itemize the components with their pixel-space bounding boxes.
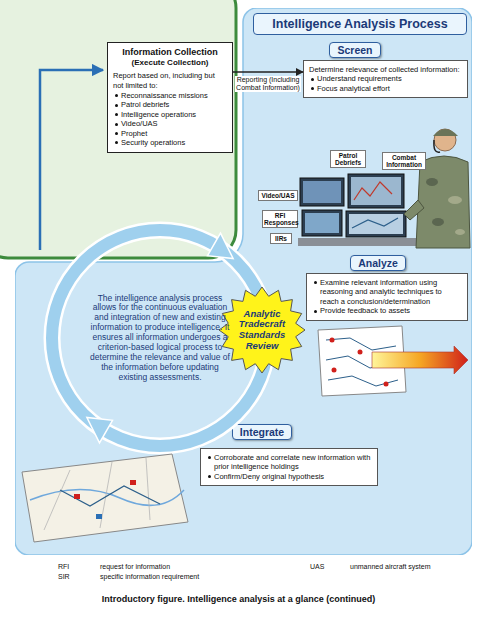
edge-label: Reporting (Including Combat Information) (235, 76, 301, 92)
figure-caption: Introductory figure. Intelligence analys… (0, 594, 477, 604)
collection-panel (0, 0, 236, 258)
document-card: Combat Information (382, 152, 426, 170)
bullet-dot (115, 141, 118, 144)
bullet-dot (115, 94, 118, 97)
bullet-dot (311, 78, 314, 81)
bullet-dot (115, 123, 118, 126)
document-card: RFI Responses (262, 210, 298, 228)
bullet-dot (208, 456, 211, 459)
bullet-item: Focus analytical effort (309, 84, 462, 93)
document-card: IIRs (270, 233, 292, 244)
bullet-dot (314, 281, 317, 284)
node-text: Information Collection (113, 47, 227, 58)
bullet-item: Reconnaissance missions (113, 91, 227, 100)
bullet-item: Patrol debriefs (113, 100, 227, 109)
analyst-workstation (298, 129, 470, 248)
bullet-dot (115, 113, 118, 116)
bullet-item: Understand requirements (309, 74, 462, 83)
step-description: Corroborate and correlate new informatio… (200, 448, 378, 486)
node-text: The intelligence analysis process allows… (90, 294, 230, 383)
abbreviation-meaning: specific information requirement (100, 573, 199, 581)
node-text: Integrate (240, 426, 284, 438)
bullet-item: Provide feedback to assets (312, 306, 462, 315)
step-description: Determine relevance of collected informa… (303, 60, 468, 98)
node-text: Determine relevance of collected informa… (309, 65, 462, 74)
bullet-item: Video/UAS (113, 119, 227, 128)
standards-starburst: Analytic Tradecraft Standards Review (218, 286, 306, 374)
abbreviation-meaning: unmanned aircraft system (350, 563, 431, 571)
bullet-dot (314, 310, 317, 313)
step-heading: Integrate (232, 424, 292, 440)
document-card: Patrol Debriefs (330, 150, 366, 168)
node-text: Screen (337, 44, 372, 56)
step-heading: Analyze (350, 255, 406, 271)
bullet-item: Security operations (113, 138, 227, 147)
abbreviation: RFI (58, 563, 69, 571)
flow-line (40, 70, 103, 250)
node-text: (Execute Collection) (113, 58, 227, 68)
reporting-arrow (233, 71, 303, 72)
bullet-item: Confirm/Deny original hypothesis (206, 472, 372, 481)
bullet-item: Corroborate and correlate new informatio… (206, 453, 372, 472)
bullet-dot (311, 87, 314, 90)
node-text: Analyze (358, 257, 398, 269)
step-heading: Screen (329, 42, 380, 58)
abbreviation: SIR (58, 573, 70, 581)
step-description: Examine relevant information using reaso… (306, 273, 468, 321)
bullet-item: Intelligence operations (113, 110, 227, 119)
analysis-chart (318, 326, 468, 396)
node-text: Analytic Tradecraft Standards Review (233, 309, 291, 352)
bullet-dot (208, 475, 211, 478)
bullet-dot (115, 132, 118, 135)
bullet-item: Examine relevant information using reaso… (312, 278, 462, 306)
document-card: Video/UAS (258, 190, 298, 201)
info-box: Information Collection(Execute Collectio… (107, 42, 233, 153)
bullet-item: Prophet (113, 129, 227, 138)
abbreviation-meaning: request for information (100, 563, 170, 571)
node-text: Report based on, including but not limit… (113, 71, 227, 90)
bullet-dot (115, 104, 118, 107)
map-illustration (22, 454, 188, 542)
node-text: Intelligence Analysis Process (253, 13, 467, 35)
abbreviation: UAS (310, 563, 324, 571)
